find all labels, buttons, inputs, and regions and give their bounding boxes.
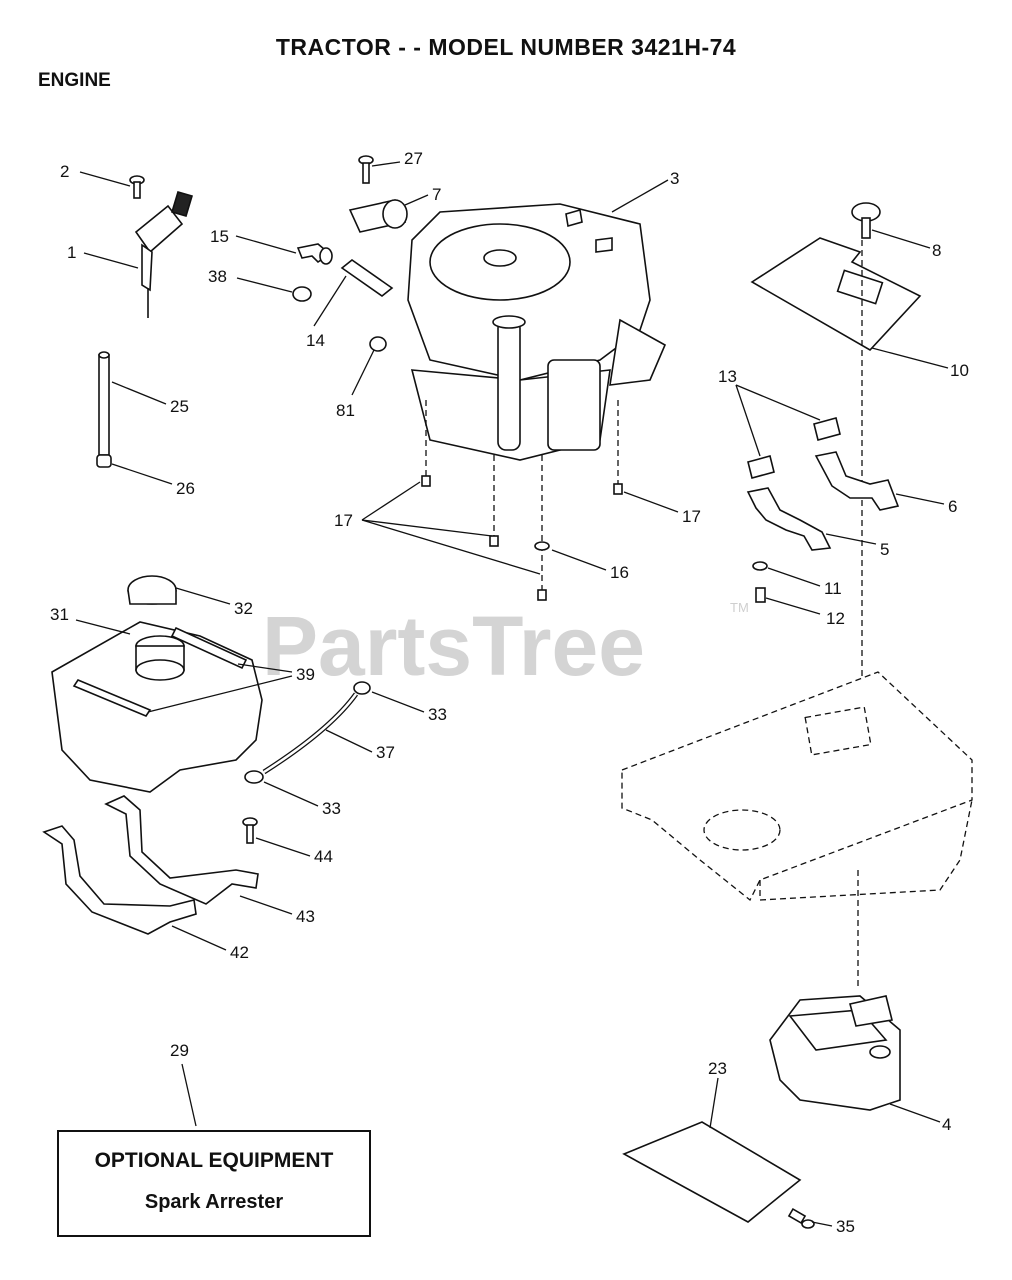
callout-44[interactable]: 44 — [314, 847, 333, 866]
callout-27[interactable]: 27 — [404, 149, 423, 168]
callout-32[interactable]: 32 — [234, 599, 253, 618]
part-12-bolt[interactable] — [755, 587, 766, 603]
callout-10[interactable]: 10 — [950, 361, 969, 380]
callout-4[interactable]: 4 — [942, 1115, 951, 1134]
callout-39[interactable]: 39 — [296, 665, 315, 684]
part-35-screw[interactable] — [787, 1207, 815, 1229]
part-25-dipstick-tube[interactable] — [98, 351, 110, 456]
callout-33a[interactable]: 33 — [428, 705, 447, 724]
part-38-nut[interactable] — [292, 286, 312, 302]
part-7-clamp[interactable] — [348, 199, 408, 233]
part-10-heat-shield[interactable] — [750, 237, 922, 352]
part-6-exhaust-pipe[interactable] — [814, 451, 900, 511]
callout-37[interactable]: 37 — [376, 743, 395, 762]
callout-2[interactable]: 2 — [60, 162, 69, 181]
callout-3[interactable]: 3 — [670, 169, 679, 188]
callout-25[interactable]: 25 — [170, 397, 189, 416]
part-4-muffler[interactable] — [769, 995, 901, 1111]
callout-35[interactable]: 35 — [836, 1217, 855, 1236]
callout-labels: 1 2 3 4 5 6 7 8 10 11 12 13 14 15 16 17 … — [50, 149, 969, 1236]
part-43-tank-strap[interactable] — [104, 795, 259, 905]
part-44-screw[interactable] — [242, 817, 258, 844]
part-33-hose-clamp[interactable] — [244, 681, 371, 784]
part-2-screw[interactable] — [129, 175, 145, 199]
part-23-mounting-plate[interactable] — [622, 1121, 802, 1223]
part-16-washer[interactable] — [534, 541, 550, 551]
callout-42[interactable]: 42 — [230, 943, 249, 962]
callout-6[interactable]: 6 — [948, 497, 957, 516]
callout-16[interactable]: 16 — [610, 563, 629, 582]
callout-5[interactable]: 5 — [880, 540, 889, 559]
part-1-throttle-control[interactable] — [134, 191, 193, 318]
part-5-exhaust-pipe[interactable] — [746, 487, 832, 551]
part-3-engine[interactable] — [407, 203, 667, 461]
callout-1[interactable]: 1 — [67, 243, 76, 262]
optional-equipment-item: Spark Arrester — [144, 1191, 284, 1213]
part-17-engine-bolts[interactable] — [421, 400, 623, 601]
optional-equipment-box: OPTIONAL EQUIPMENT Spark Arrester — [57, 1130, 371, 1237]
callout-15[interactable]: 15 — [210, 227, 229, 246]
leader-lines — [75, 161, 949, 1227]
callout-13[interactable]: 13 — [718, 367, 737, 386]
callout-14[interactable]: 14 — [306, 331, 325, 350]
callout-7[interactable]: 7 — [432, 185, 441, 204]
watermark: PartsTree — [262, 599, 645, 693]
part-31-fuel-tank[interactable] — [51, 621, 263, 793]
tractor-frame — [621, 671, 973, 902]
callout-29[interactable]: 29 — [170, 1041, 189, 1060]
callout-81[interactable]: 81 — [336, 401, 355, 420]
callout-38[interactable]: 38 — [208, 267, 227, 286]
callout-11[interactable]: 11 — [824, 579, 842, 598]
part-42-tank-strap[interactable] — [42, 825, 197, 935]
callout-26[interactable]: 26 — [176, 479, 195, 498]
page-title: TRACTOR - - MODEL NUMBER 3421H-74 — [275, 34, 737, 60]
callout-8[interactable]: 8 — [932, 241, 941, 260]
callout-17b[interactable]: 17 — [682, 507, 701, 526]
part-14-fuel-hose[interactable] — [340, 259, 394, 297]
part-8-knob[interactable] — [851, 202, 881, 239]
section-heading: ENGINE — [38, 70, 111, 91]
part-32-fuel-cap[interactable] — [127, 575, 177, 605]
part-37-fuel-line[interactable] — [262, 692, 359, 775]
callout-12[interactable]: 12 — [826, 609, 845, 628]
callout-31[interactable]: 31 — [50, 605, 69, 624]
callout-43[interactable]: 43 — [296, 907, 315, 926]
part-39-tank-strips[interactable] — [72, 626, 248, 717]
part-13-gasket[interactable] — [747, 417, 841, 479]
optional-equipment-title: OPTIONAL EQUIPMENT — [94, 1149, 334, 1172]
watermark-tm: TM — [730, 600, 749, 615]
part-11-washer[interactable] — [752, 561, 768, 571]
callout-17a[interactable]: 17 — [334, 511, 353, 530]
part-81-bushing[interactable] — [369, 336, 387, 352]
part-26-seal[interactable] — [96, 454, 112, 468]
part-27-screw[interactable] — [358, 155, 374, 184]
callout-23[interactable]: 23 — [708, 1059, 727, 1078]
part-15-elbow-fitting[interactable] — [296, 243, 333, 265]
callout-33b[interactable]: 33 — [322, 799, 341, 818]
